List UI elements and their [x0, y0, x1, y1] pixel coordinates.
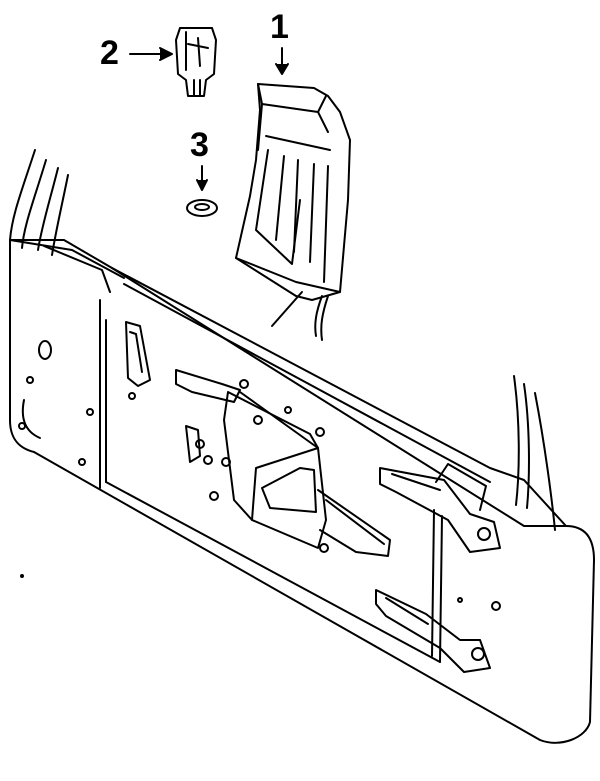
tailgate-panel: [9, 239, 595, 744]
body-pillars: [9, 149, 556, 531]
slot-opening: [125, 321, 151, 387]
panel-holes: [18, 340, 501, 611]
callout-2: 2: [100, 34, 119, 72]
upper-hinge: [379, 463, 501, 553]
callout-1: 1: [270, 8, 289, 46]
stray-mark: [20, 574, 24, 578]
callout-leaders: [129, 47, 289, 191]
callout-3: 3: [190, 126, 209, 164]
grommet: [186, 199, 218, 217]
lower-hinge: [375, 589, 491, 673]
brake-light-housing: [235, 83, 351, 341]
spare-tire-bracket: [175, 369, 391, 557]
bulb: [175, 27, 217, 97]
